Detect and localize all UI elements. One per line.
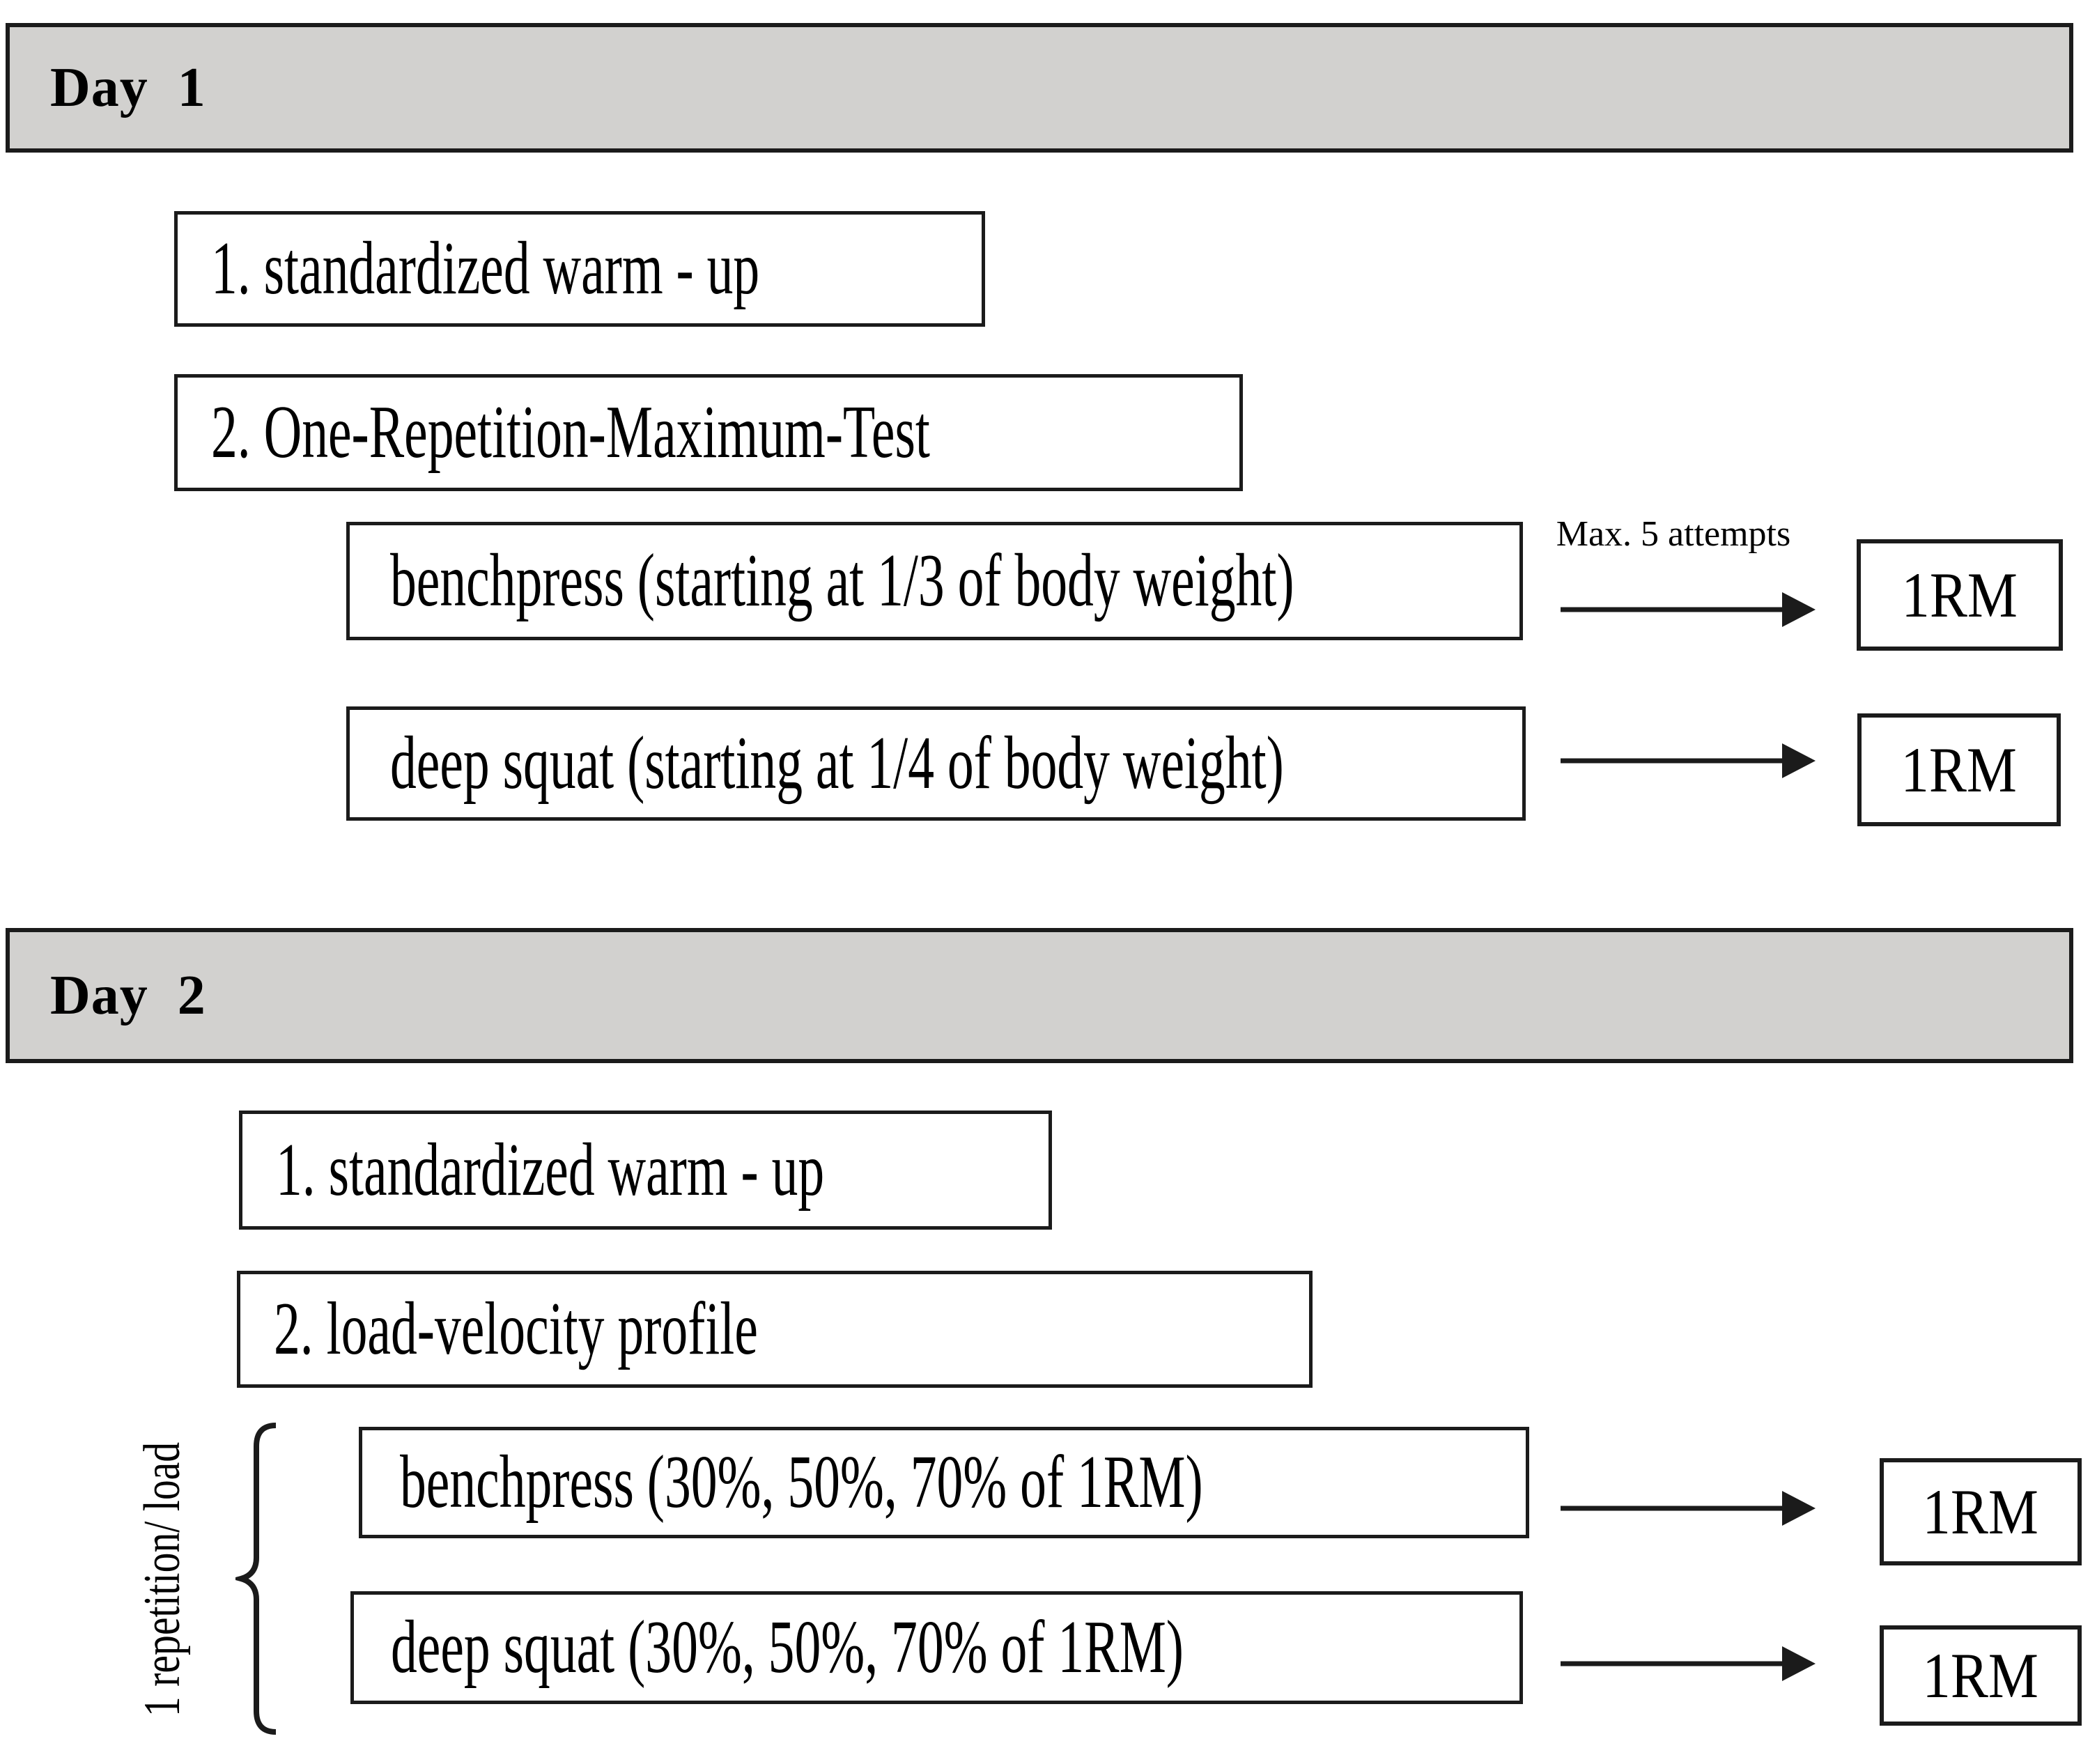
day1-warmup-label: 1. standardized warm - up — [211, 227, 760, 310]
day2-benchpress-label: benchpress (30%, 50%, 70% of 1RM) — [400, 1441, 1203, 1524]
arrow-shaft — [1561, 1506, 1785, 1511]
day2-load-velocity-box: 2. load-velocity profile — [237, 1271, 1313, 1388]
arrow-shaft — [1561, 758, 1785, 764]
arrow-head — [1782, 743, 1816, 778]
day2-benchpress-1rm-label: 1RM — [1922, 1476, 2039, 1547]
day2-warmup-label: 1. standardized warm - up — [276, 1128, 825, 1212]
day1-warmup-box: 1. standardized warm - up — [174, 211, 985, 327]
day1-benchpress-label: benchpress (starting at 1/3 of body weig… — [390, 539, 1294, 622]
arrow-head — [1782, 592, 1816, 627]
day1-deepsquat-label: deep squat (starting at 1/4 of body weig… — [390, 722, 1284, 805]
day1-1rm-test-box: 2. One-Repetition-Maximum-Test — [174, 374, 1243, 491]
day1-1rm-test-label: 2. One-Repetition-Maximum-Test — [211, 391, 930, 474]
day1-deepsquat-box: deep squat (starting at 1/4 of body weig… — [346, 706, 1526, 821]
day2-load-velocity-label: 2. load-velocity profile — [274, 1287, 758, 1370]
day1-benchpress-1rm-box: 1RM — [1857, 539, 2063, 651]
arrow-shaft — [1561, 607, 1785, 612]
arrow-head — [1782, 1491, 1816, 1526]
day2-deepsquat-1rm-box: 1RM — [1880, 1625, 2082, 1726]
day2-benchpress-1rm-box: 1RM — [1880, 1458, 2082, 1565]
curly-brace-icon — [235, 1423, 277, 1735]
day2-benchpress-box: benchpress (30%, 50%, 70% of 1RM) — [359, 1427, 1529, 1538]
day2-header-bar: Day 2 — [6, 928, 2073, 1063]
day2-title: Day 2 — [50, 964, 206, 1026]
arrow-shaft — [1561, 1661, 1785, 1666]
day1-header-bar: Day 1 — [6, 23, 2073, 153]
repetition-load-side-label: 1 repetition/ load — [134, 1441, 191, 1717]
day1-deepsquat-1rm-label: 1RM — [1901, 734, 2018, 805]
day2-deepsquat-1rm-label: 1RM — [1922, 1640, 2039, 1711]
max-attempts-label: Max. 5 attempts — [1556, 514, 1791, 554]
arrow-right-icon — [1561, 592, 1816, 627]
day2-warmup-box: 1. standardized warm - up — [239, 1111, 1052, 1230]
arrow-right-icon — [1561, 1491, 1816, 1526]
day1-deepsquat-1rm-box: 1RM — [1857, 713, 2061, 826]
arrow-head — [1782, 1646, 1816, 1681]
day1-benchpress-1rm-label: 1RM — [1901, 559, 2018, 630]
day2-deepsquat-box: deep squat (30%, 50%, 70% of 1RM) — [350, 1591, 1523, 1704]
day2-deepsquat-label: deep squat (30%, 50%, 70% of 1RM) — [391, 1606, 1184, 1689]
day1-benchpress-box: benchpress (starting at 1/3 of body weig… — [346, 522, 1523, 640]
day1-title: Day 1 — [50, 56, 206, 118]
arrow-right-icon — [1561, 1646, 1816, 1681]
arrow-right-icon — [1561, 743, 1816, 778]
